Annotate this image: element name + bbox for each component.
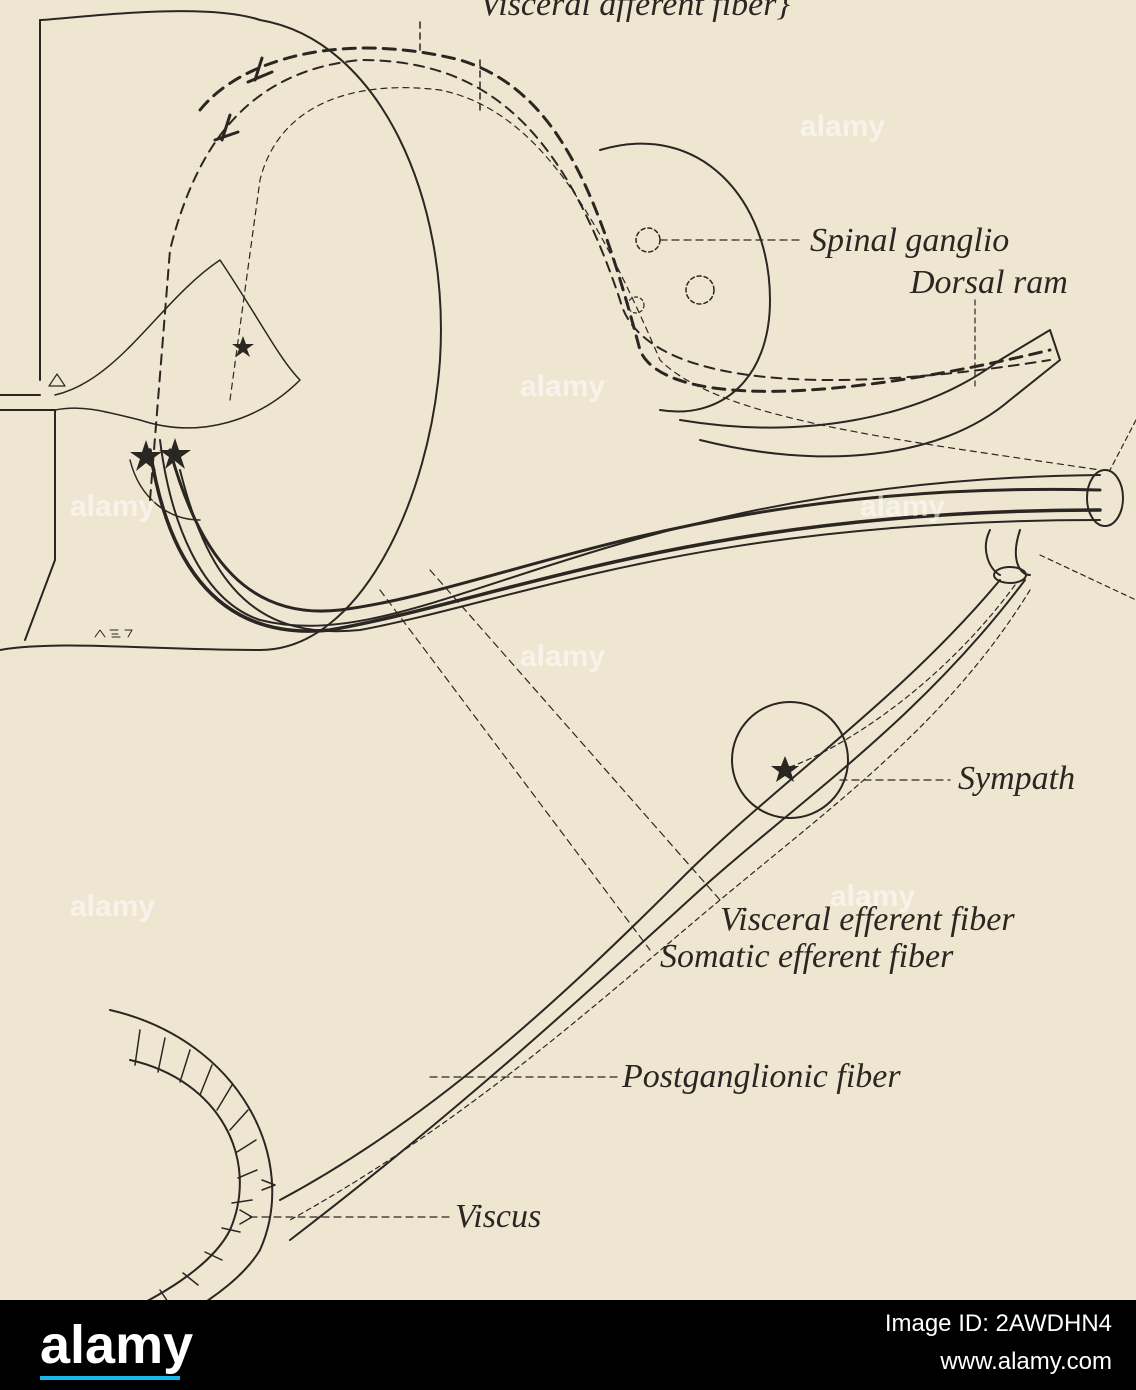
somatic-afferent-fiber [229,87,1101,471]
viscus-wall-outer [109,1009,274,1300]
motor-neuron-star [159,438,191,469]
spinal-ganglion-outline [599,142,771,413]
ramus-communicans [984,529,1031,576]
fiber-ending [239,1179,276,1225]
ramus-cut-end [993,566,1027,584]
label-somatic-efferent-fiber: Somatic efferent fiber [660,938,954,975]
gray-matter [54,259,301,429]
watermark: alamy [70,890,156,923]
label-sympathetic: Sympath [958,760,1076,797]
watermark: alamy [830,880,916,913]
label-bracket [419,19,481,111]
somatic-efferent-fiber [148,448,1102,633]
visceral-afferent-fiber [198,46,1052,393]
watermark: alamy [800,110,886,143]
ganglion-cell [635,227,661,253]
watermark: alamy [860,490,946,523]
label-postganglionic-fiber: Postganglionic fiber [622,1058,901,1095]
dorsal-ramus [679,329,1061,458]
brand-accent [40,1376,180,1380]
ganglion-cell [685,275,715,305]
spinal-cord-outline [0,10,442,651]
preganglionic-neuron-star [232,336,254,357]
watermark: alamy [520,370,606,403]
visceral-efferent-fiber [168,448,1102,613]
viscus-wall-inner [129,1059,241,1300]
anatomical-illustration: Visceral afferent fiber} Spinal ganglio … [0,0,1136,1300]
leader-right-1 [1109,419,1136,471]
watermark: alamy [70,490,156,523]
visceral-afferent-fiber-2 [149,59,1051,501]
label-visceral-efferent-fiber: Visceral efferent fiber [720,901,1015,938]
dorsal-horn [129,459,201,521]
nerve-cut-end [1086,469,1124,527]
leader-visceral-efferent [429,569,721,901]
ganglion-cell [627,296,645,314]
nerve-diagram [0,10,1136,1300]
preganglionic-fiber [779,584,1016,771]
image-id: Image ID: 2AWDHN4 [884,1310,1112,1337]
watermark: alamy [520,640,606,673]
site-url: www.alamy.com [940,1348,1112,1375]
central-canal-triangle [48,373,66,387]
leader-right-2 [1039,554,1136,601]
label-spinal-ganglion: Spinal ganglio [810,222,1010,259]
spinal-nerve-trunk-lower [179,469,1101,633]
artist-initials [94,629,133,638]
spinal-nerve-trunk [159,439,1101,627]
synapse-marks [213,56,274,142]
label-visceral-afferent-fiber: Visceral afferent fiber} [480,0,791,23]
label-viscus: Viscus [455,1198,542,1235]
brand-logo: alamy [40,1315,194,1375]
sympathetic-neuron-star [771,756,799,782]
leader-somatic-efferent [379,589,651,951]
label-dorsal-ramus: Dorsal ram [910,264,1068,301]
central-canal-boundary [0,19,56,641]
viscus-stripes [134,1029,258,1300]
stock-footer: alamy Image ID: 2AWDHN4 www.alamy.com [0,1300,1136,1390]
postganglionic-fiber-outer [289,579,1026,1241]
postganglionic-fiber [279,579,1001,1201]
motor-neuron-star [130,440,162,471]
sympathetic-ganglion [731,701,849,819]
